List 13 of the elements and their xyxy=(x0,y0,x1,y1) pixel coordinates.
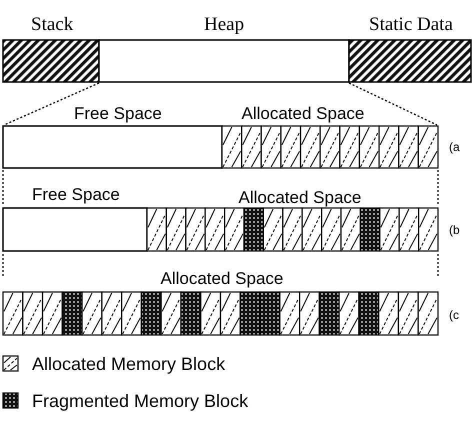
segment-label: Free Space xyxy=(74,105,162,122)
segment-label: Free Space xyxy=(32,186,120,203)
segment-label: Heap xyxy=(204,15,244,34)
legend-label: Fragmented Memory Block xyxy=(32,392,248,410)
segment-label: Allocated Space xyxy=(238,189,362,206)
segment-label: Static Data xyxy=(369,15,453,34)
segment-label: Allocated Space xyxy=(242,105,364,122)
row-label: (b xyxy=(449,224,460,236)
row-label: (c xyxy=(449,309,459,321)
legend-label: Allocated Memory Block xyxy=(32,355,226,373)
row-label: (a xyxy=(449,141,460,153)
segment-label: Stack xyxy=(31,15,74,34)
segment-label: Allocated Space xyxy=(160,270,284,287)
